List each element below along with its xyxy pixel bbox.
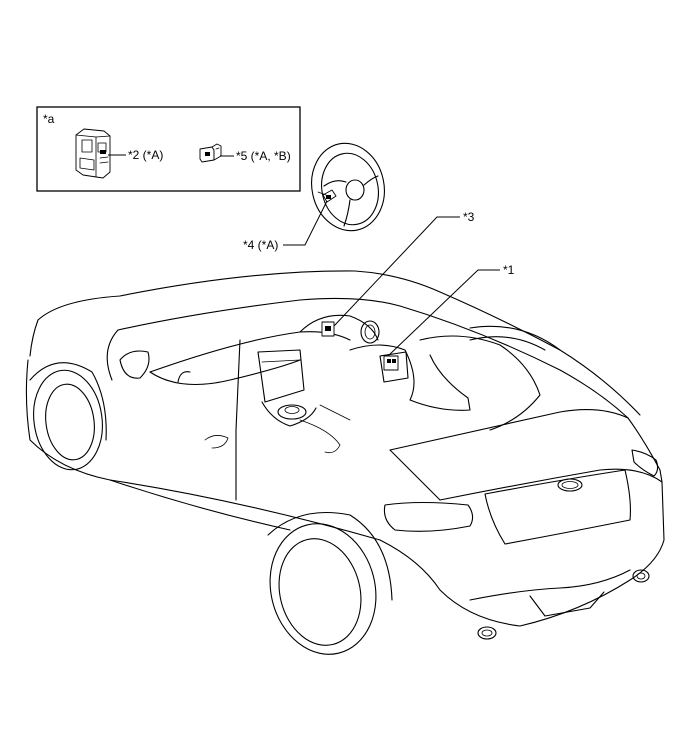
callout-1-label: *1 [503, 263, 515, 277]
part-2-ecu-module [75, 128, 126, 179]
vehicle-illustration [25, 270, 665, 655]
part-5-sensor [199, 143, 234, 163]
callout-4-label: *4 (*A) [243, 238, 278, 252]
steering-wheel-illustration [311, 142, 385, 232]
callout-4-leader [283, 200, 328, 246]
callout-3-leader [333, 216, 460, 327]
callout-3-label: *3 [463, 210, 475, 224]
callout-1-leader [387, 269, 500, 357]
inset-label: *a [43, 112, 55, 126]
callout-5-label: *5 (*A, *B) [236, 149, 291, 163]
inset-panel: *a *2 (*A) *5 (*A, *B) [36, 106, 301, 192]
callout-2-label: *2 (*A) [128, 148, 163, 162]
